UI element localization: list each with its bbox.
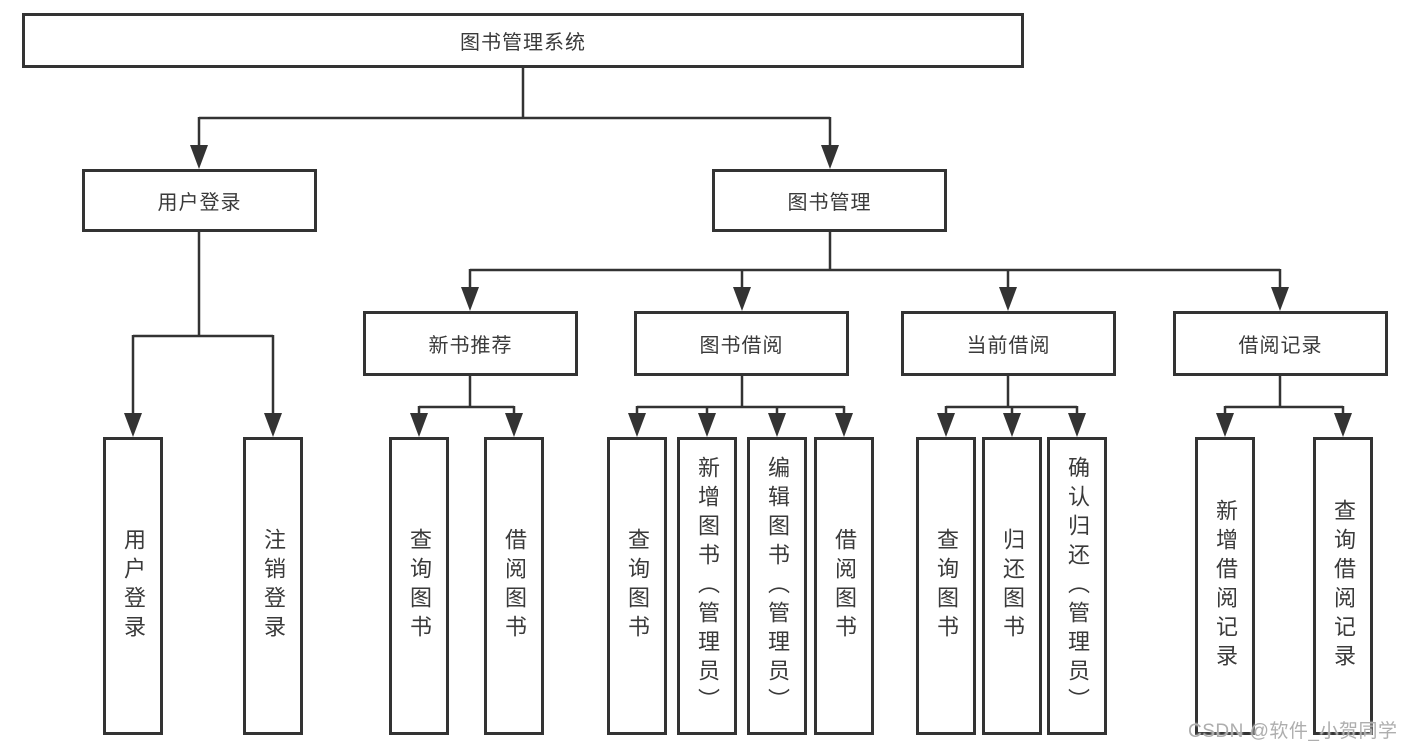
node-root: 图书管理系统 [22, 13, 1024, 68]
leaf-query-borrow-record: 查询借阅记录 [1313, 437, 1373, 735]
leaf-add-borrow-record-label: 新增借阅记录 [1213, 499, 1238, 673]
leaf-user-login-label: 用户登录 [121, 528, 146, 644]
leaf-add-borrow-record: 新增借阅记录 [1195, 437, 1255, 735]
leaf-confirm-return-admin-label: 确认归还（管理员） [1065, 455, 1090, 717]
node-root-label: 图书管理系统 [460, 32, 586, 54]
leaf-recommend-query-books: 查询图书 [389, 437, 449, 735]
node-book-management: 图书管理 [712, 169, 947, 232]
leaf-current-query-books: 查询图书 [916, 437, 976, 735]
leaf-current-query-books-label: 查询图书 [934, 528, 959, 644]
leaf-user-login: 用户登录 [103, 437, 163, 735]
leaf-edit-book-admin-label: 编辑图书（管理员） [765, 455, 790, 717]
node-current-borrow-label: 当前借阅 [966, 335, 1051, 357]
node-borrow-records: 借阅记录 [1173, 311, 1388, 376]
leaf-logout-label: 注销登录 [261, 528, 286, 644]
node-user-login: 用户登录 [82, 169, 317, 232]
node-user-login-label: 用户登录 [157, 192, 242, 214]
leaf-logout: 注销登录 [243, 437, 303, 735]
leaf-borrow-books: 借阅图书 [814, 437, 874, 735]
leaf-add-book-admin-label: 新增图书（管理员） [695, 455, 720, 717]
node-book-borrow-label: 图书借阅 [699, 335, 784, 357]
node-current-borrow: 当前借阅 [901, 311, 1116, 376]
leaf-return-book-label: 归还图书 [1000, 528, 1025, 644]
leaf-edit-book-admin: 编辑图书（管理员） [747, 437, 807, 735]
csdn-watermark: CSDN @软件_小贺同学 [1188, 721, 1398, 742]
leaf-borrow-books-label: 借阅图书 [832, 528, 857, 644]
connector-line-group [131, 68, 1345, 416]
node-book-management-label: 图书管理 [787, 192, 872, 214]
node-book-borrow: 图书借阅 [634, 311, 849, 376]
leaf-add-book-admin: 新增图书（管理员） [677, 437, 737, 735]
leaf-recommend-borrow-books: 借阅图书 [484, 437, 544, 735]
leaf-return-book: 归还图书 [982, 437, 1042, 735]
node-new-book-recommend: 新书推荐 [363, 311, 578, 376]
leaf-recommend-borrow-books-label: 借阅图书 [502, 528, 527, 644]
node-borrow-records-label: 借阅记录 [1238, 335, 1323, 357]
leaf-recommend-query-books-label: 查询图书 [407, 528, 432, 644]
leaf-borrow-query-books-label: 查询图书 [625, 528, 650, 644]
arrowhead-icons [124, 145, 1352, 437]
leaf-confirm-return-admin: 确认归还（管理员） [1047, 437, 1107, 735]
node-new-book-recommend-label: 新书推荐 [428, 335, 513, 357]
leaf-borrow-query-books: 查询图书 [607, 437, 667, 735]
leaf-query-borrow-record-label: 查询借阅记录 [1331, 499, 1356, 673]
